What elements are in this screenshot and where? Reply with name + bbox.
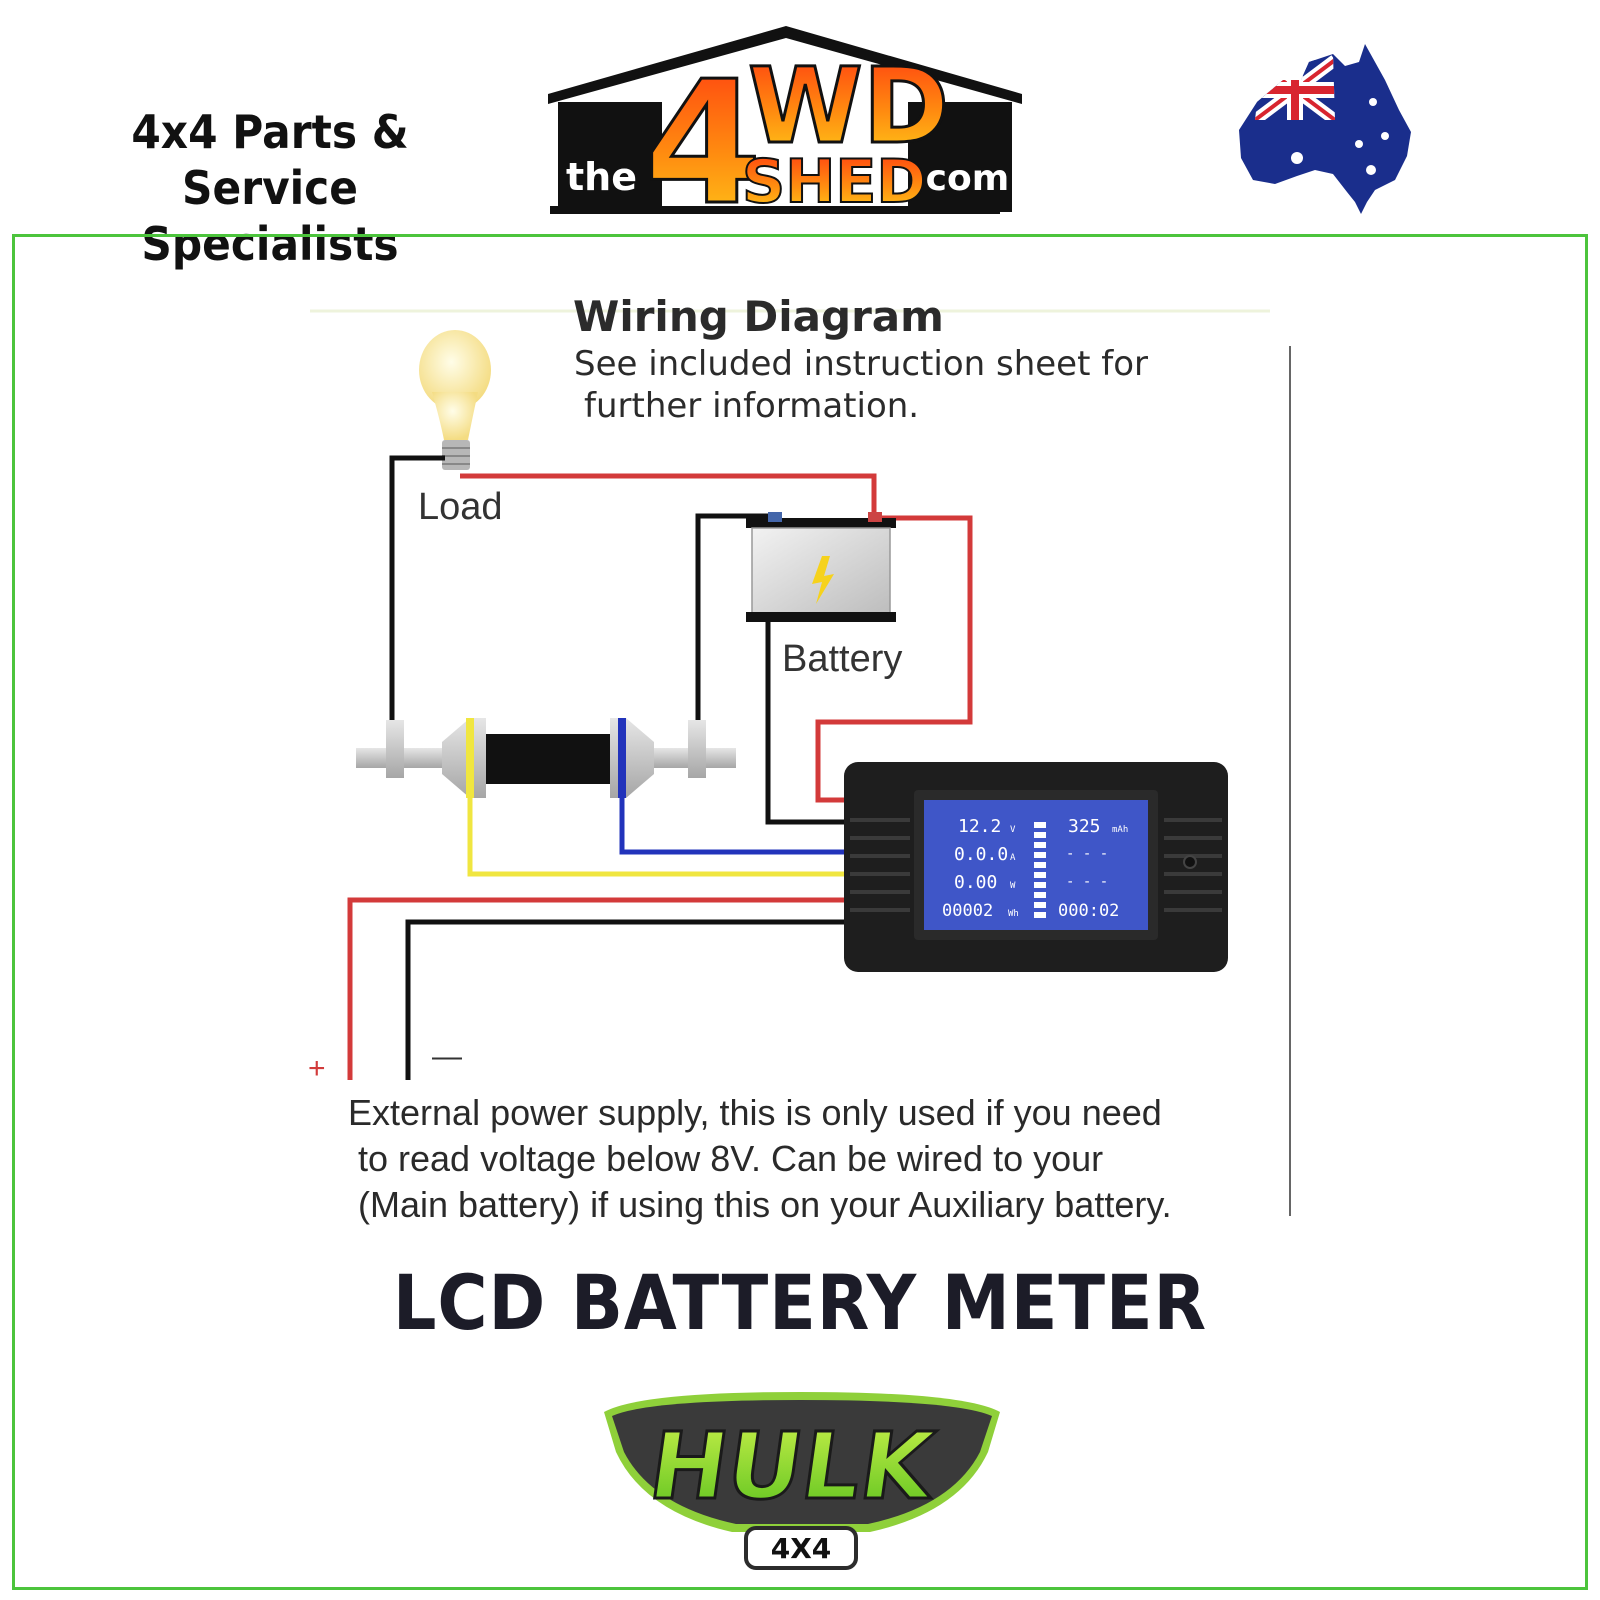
lightning-icon bbox=[812, 556, 834, 604]
plus-label: + bbox=[308, 1052, 326, 1085]
load-label: Load bbox=[418, 486, 503, 528]
tagline: 4x4 Parts & Service Specialists bbox=[49, 104, 491, 272]
lcd-current-unit: A bbox=[1010, 853, 1016, 863]
left-wall bbox=[558, 102, 662, 212]
lcd-power: 0.00 bbox=[954, 872, 997, 893]
lcd-capacity: 325 bbox=[1068, 816, 1101, 837]
battery-black-wire bbox=[695, 513, 770, 730]
load-black-wire bbox=[389, 455, 445, 730]
logo-the: the bbox=[566, 155, 637, 199]
note-line2: to read voltage below 8V. Can be wired t… bbox=[358, 1138, 1104, 1179]
diagram-title: Wiring Diagram bbox=[573, 292, 944, 341]
lcd-battery-bar bbox=[1034, 822, 1046, 918]
content-frame bbox=[12, 234, 1588, 1590]
shunt-resistor bbox=[356, 718, 736, 798]
hulk-4x4-logo: HULK 4X4 bbox=[604, 1392, 1000, 1570]
external-red-wire bbox=[347, 897, 846, 1080]
tagline-line1: 4x4 Parts & Service bbox=[131, 105, 409, 215]
note-line3: (Main battery) if using this on your Aux… bbox=[358, 1184, 1172, 1225]
logo-shed: SHED bbox=[742, 147, 926, 217]
battery-label: Battery bbox=[782, 638, 903, 680]
base-bar bbox=[550, 206, 1000, 214]
lcd-dashes-2: - - - bbox=[1066, 874, 1108, 890]
diagram-subtitle-line1: See included instruction sheet for bbox=[574, 344, 1148, 384]
lcd-energy-unit: Wh bbox=[1008, 909, 1019, 919]
wires bbox=[347, 455, 973, 1080]
the-4wd-shed-logo: the .com 4 WD SHED bbox=[548, 26, 1022, 228]
lcd-voltage-unit: V bbox=[1010, 825, 1016, 835]
load-red-wire bbox=[460, 473, 877, 520]
external-black-wire bbox=[405, 919, 846, 1080]
blue-sense-wire bbox=[619, 724, 846, 855]
logo-wd: WD bbox=[748, 45, 949, 167]
meter-button bbox=[1183, 855, 1197, 869]
diagram-subtitle-line2: further information. bbox=[584, 386, 920, 426]
logo-four: 4 bbox=[644, 45, 762, 228]
hulk-sub: 4X4 bbox=[771, 1532, 832, 1565]
battery-icon bbox=[746, 512, 896, 622]
right-wall bbox=[908, 102, 1012, 212]
battery-meter-black-wire bbox=[765, 612, 846, 825]
lcd-meter: 12.2 V 0.0.0 A 0.00 W 00002 Wh 325 mAh -… bbox=[844, 762, 1228, 972]
lcd-energy: 00002 bbox=[942, 901, 993, 921]
lcd-time: 000:02 bbox=[1058, 901, 1119, 921]
lcd-power-unit: W bbox=[1010, 881, 1016, 891]
lcd-current: 0.0.0 bbox=[954, 844, 1008, 865]
product-title: LCD BATTERY METER bbox=[392, 1258, 1208, 1347]
lcd-capacity-unit: mAh bbox=[1112, 825, 1128, 835]
hulk-wordmark: HULK bbox=[643, 1412, 943, 1519]
tagline-line2: Specialists bbox=[141, 217, 399, 271]
minus-label: — bbox=[432, 1040, 462, 1073]
australia-flag-map bbox=[1239, 44, 1411, 214]
badge-body bbox=[612, 1400, 992, 1524]
lcd-voltage: 12.2 bbox=[958, 816, 1001, 837]
lcd-dashes-1: - - - bbox=[1066, 846, 1108, 862]
battery-red-wire bbox=[815, 515, 973, 803]
light-bulb-icon bbox=[419, 330, 491, 470]
logo-com: .com bbox=[912, 158, 1009, 199]
note-line1: External power supply, this is only used… bbox=[348, 1092, 1162, 1133]
stars bbox=[1291, 98, 1389, 175]
